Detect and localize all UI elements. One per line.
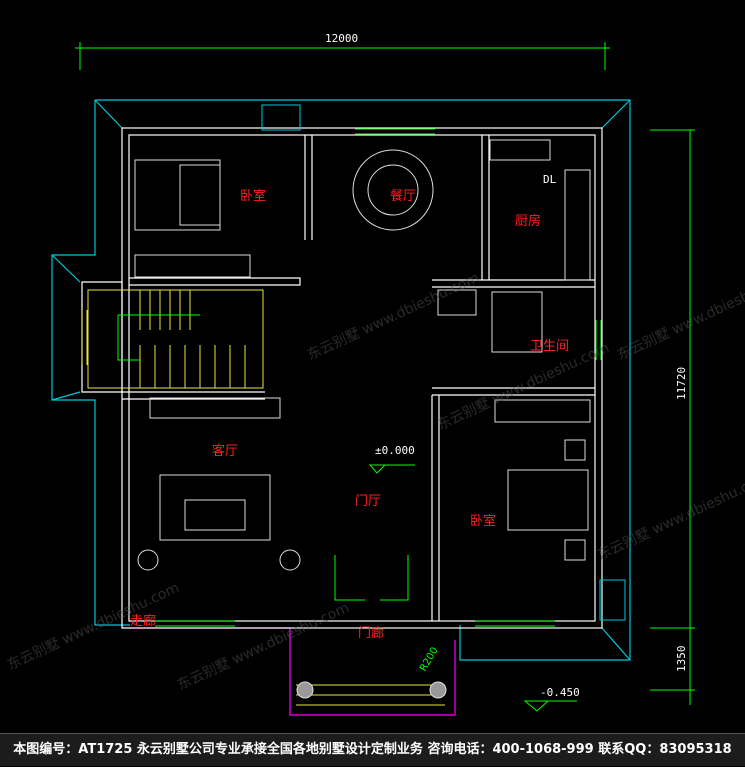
- label-dl: DL: [543, 173, 557, 186]
- room-label-bedroom-se: 卧室: [470, 513, 496, 529]
- svg-text:东云别墅 www.dbieshu.com: 东云别墅 www.dbieshu.com: [615, 270, 745, 364]
- roof-outline: [51, 99, 631, 661]
- svg-text:东云别墅 www.dbieshu.com: 东云别墅 www.dbieshu.com: [595, 470, 745, 564]
- room-label-bedroom-nw: 卧室: [240, 188, 266, 204]
- info-banner: 本图编号：AT1725 永云别墅公司专业承接全国各地别墅设计定制业务 咨询电话：…: [0, 733, 745, 766]
- room-label-bathroom: 卫生间: [530, 339, 569, 354]
- room-label-corridor: 走廊: [130, 613, 156, 629]
- walls: [81, 127, 603, 629]
- dimension-width: 12000: [325, 32, 358, 45]
- svg-text:东云别墅 www.dbieshu.com: 东云别墅 www.dbieshu.com: [175, 600, 352, 694]
- svg-text:东云别墅 www.dbieshu.com: 东云别墅 www.dbieshu.com: [435, 340, 612, 434]
- furniture: [134, 104, 626, 621]
- room-label-dining: 餐厅: [390, 188, 416, 204]
- svg-text:东云别墅 www.dbieshu.com: 东云别墅 www.dbieshu.com: [305, 270, 482, 364]
- room-label-foyer: 门厅: [355, 494, 381, 509]
- windows: [81, 128, 602, 627]
- elevation-porch: -0.450: [540, 686, 580, 699]
- room-label-living: 客厅: [212, 443, 238, 459]
- room-label-porch: 门廊: [358, 625, 384, 641]
- dimension-lines: [75, 42, 695, 712]
- staircase: [87, 289, 264, 389]
- dimension-height: 11720: [675, 367, 688, 400]
- dimension-porch: 1350: [675, 646, 688, 673]
- radius-label: R200: [418, 645, 441, 673]
- room-label-kitchen: 厨房: [515, 213, 541, 229]
- elevation-floor: ±0.000: [375, 444, 415, 457]
